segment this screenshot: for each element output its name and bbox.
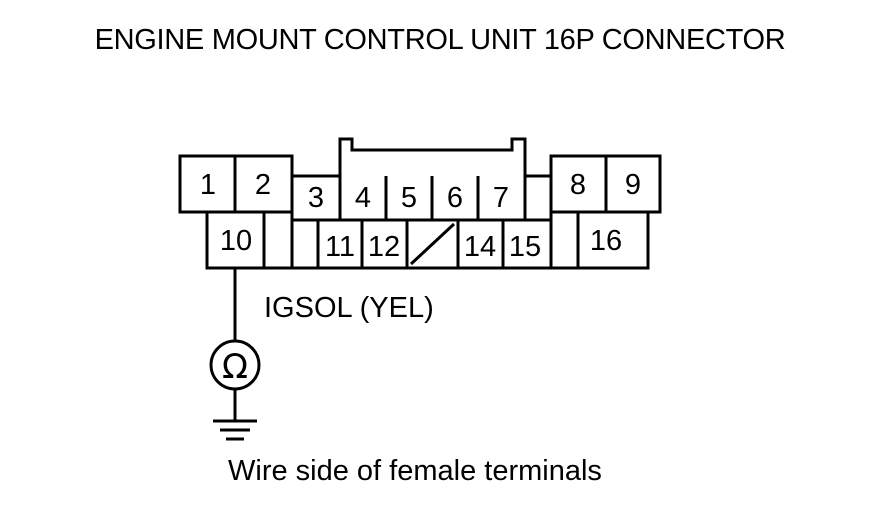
pin-2: 2 xyxy=(255,169,271,201)
pin-12: 12 xyxy=(368,231,400,263)
pin-9: 9 xyxy=(625,169,641,201)
pin-15: 15 xyxy=(509,231,541,263)
pin-4: 4 xyxy=(355,182,371,214)
wire-label: IGSOL (YEL) xyxy=(264,292,434,324)
pin-8: 8 xyxy=(570,169,586,201)
pin-1: 1 xyxy=(200,169,216,201)
pin-7: 7 xyxy=(493,182,509,214)
ground-icon xyxy=(213,419,257,441)
pin-5: 5 xyxy=(401,182,417,214)
caption: Wire side of female terminals xyxy=(228,455,602,487)
pin-16: 16 xyxy=(590,225,622,257)
pin-10: 10 xyxy=(220,225,252,257)
pin-3: 3 xyxy=(308,182,324,214)
pin-14: 14 xyxy=(464,231,496,263)
empty-cavity-slash xyxy=(409,222,456,266)
pin-11: 11 xyxy=(325,231,355,263)
diagram-title: ENGINE MOUNT CONTROL UNIT 16P CONNECTOR xyxy=(94,24,786,56)
pin-6: 6 xyxy=(447,182,463,214)
ohm-symbol: Ω xyxy=(222,347,248,387)
